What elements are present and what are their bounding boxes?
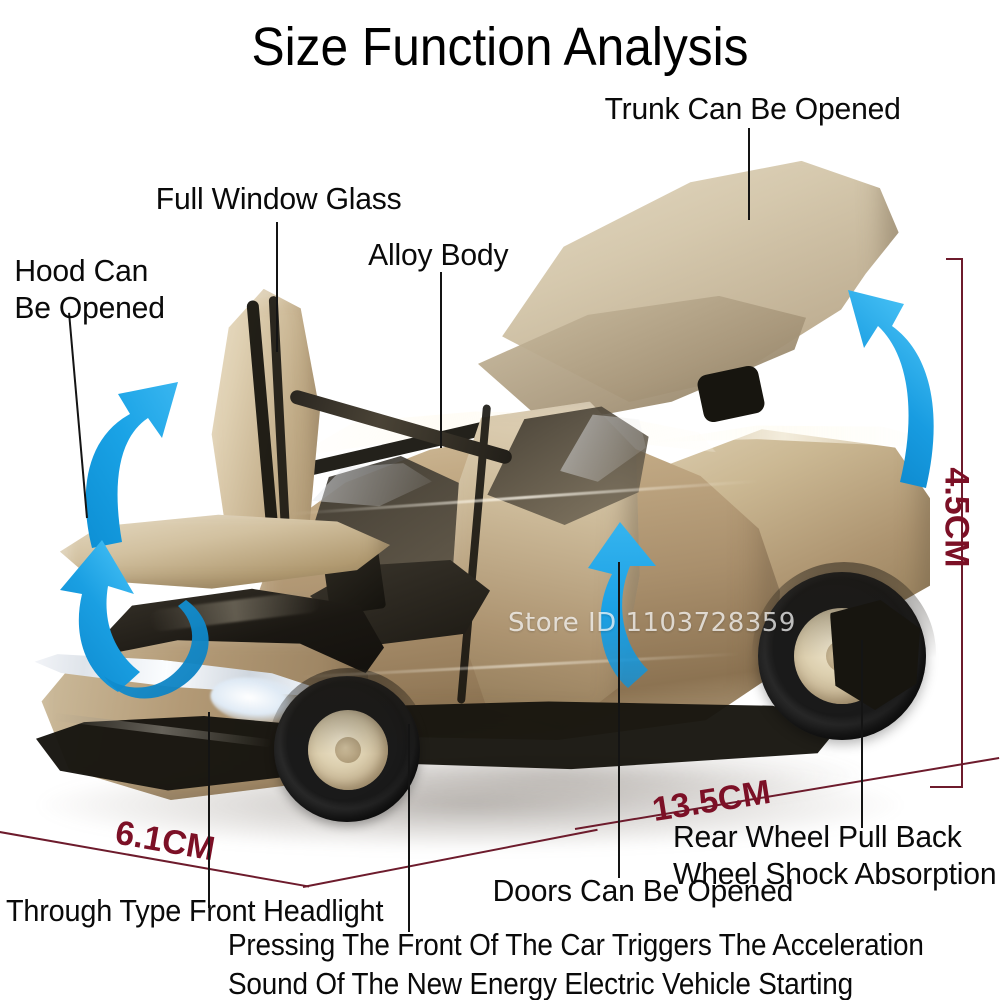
hood-open-arrow-lower	[56, 524, 176, 694]
pressing-label-line-1: Pressing The Front Of The Car Triggers T…	[228, 927, 924, 962]
headlight-leader-line	[208, 712, 210, 908]
rear-wheel-leader-line	[861, 640, 863, 828]
door-open-arrow	[572, 520, 668, 690]
full-window-glass-label: Full Window Glass	[155, 181, 402, 216]
pressing-label-line-2: Sound Of The New Energy Electric Vehicle…	[228, 966, 853, 1000]
height-dimension-text: 4.5CM	[937, 467, 976, 568]
rear-wheel-pull-back-label: Rear Wheel Pull Back Wheel Shock Absorpt…	[668, 819, 1000, 892]
trunk-open-arrow	[838, 270, 958, 490]
trunk-can-be-opened-label: Trunk Can Be Opened	[604, 91, 901, 126]
page-title: Size Function Analysis	[251, 17, 749, 77]
window-glass-leader-line	[276, 222, 278, 352]
hood-label-line-1: Hood Can	[14, 253, 149, 288]
pressing-front-leader-line	[408, 724, 410, 932]
height-dimension-line	[961, 258, 963, 788]
rear-wheel-label-line-1: Rear Wheel Pull Back	[673, 819, 962, 854]
alloy-body-leader-line	[440, 272, 442, 448]
rear-wheel-label-line-2: Wheel Shock Absorption	[673, 856, 997, 892]
trunk-leader-line	[748, 128, 750, 220]
front-hood-swirl-arrow	[100, 596, 250, 716]
pressing-front-sound-label: Pressing The Front Of The Car Triggers T…	[228, 927, 1000, 1000]
through-type-front-headlight-label: Through Type Front Headlight	[6, 893, 384, 928]
alloy-body-label: Alloy Body	[368, 237, 509, 272]
doors-can-be-opened-label: Doors Can Be Opened	[492, 873, 794, 908]
doors-leader-line	[618, 562, 620, 878]
hood-label-line-2: Be Opened	[14, 290, 165, 326]
height-dimension-tick-top	[946, 258, 962, 260]
height-dimension-tick-bottom	[930, 786, 962, 788]
hood-open-arrow-upper	[74, 372, 204, 552]
hood-can-be-opened-label: Hood Can Be Opened	[12, 253, 167, 326]
